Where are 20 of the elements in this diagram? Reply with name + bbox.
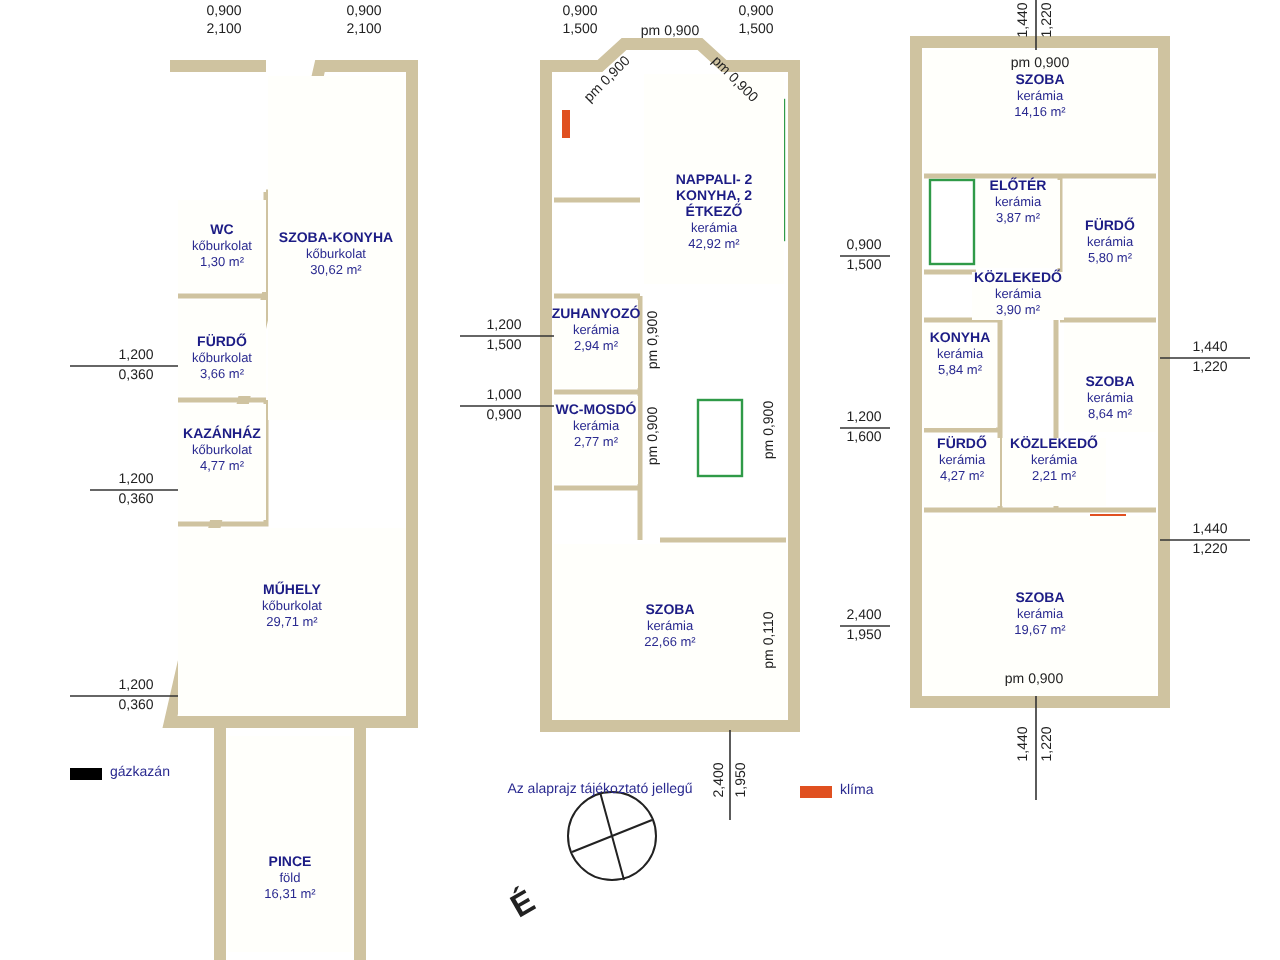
room-area [1064, 324, 1156, 432]
room-area [924, 516, 1156, 696]
room-area [178, 528, 406, 716]
room-area [554, 544, 786, 720]
room-area [268, 76, 404, 420]
room-area [554, 300, 638, 388]
room-area [924, 438, 1000, 506]
room-area [924, 50, 1156, 172]
room-area [644, 74, 784, 284]
room-area [178, 404, 266, 520]
room-area [972, 272, 1064, 320]
room-area [976, 180, 1060, 268]
room-area [228, 736, 352, 952]
north-mark: É [506, 886, 542, 926]
room-area [178, 200, 266, 292]
room-area [924, 324, 996, 428]
room-area [1064, 180, 1156, 316]
room-area [178, 300, 266, 396]
room-area [1002, 438, 1106, 506]
room-area [554, 396, 638, 484]
